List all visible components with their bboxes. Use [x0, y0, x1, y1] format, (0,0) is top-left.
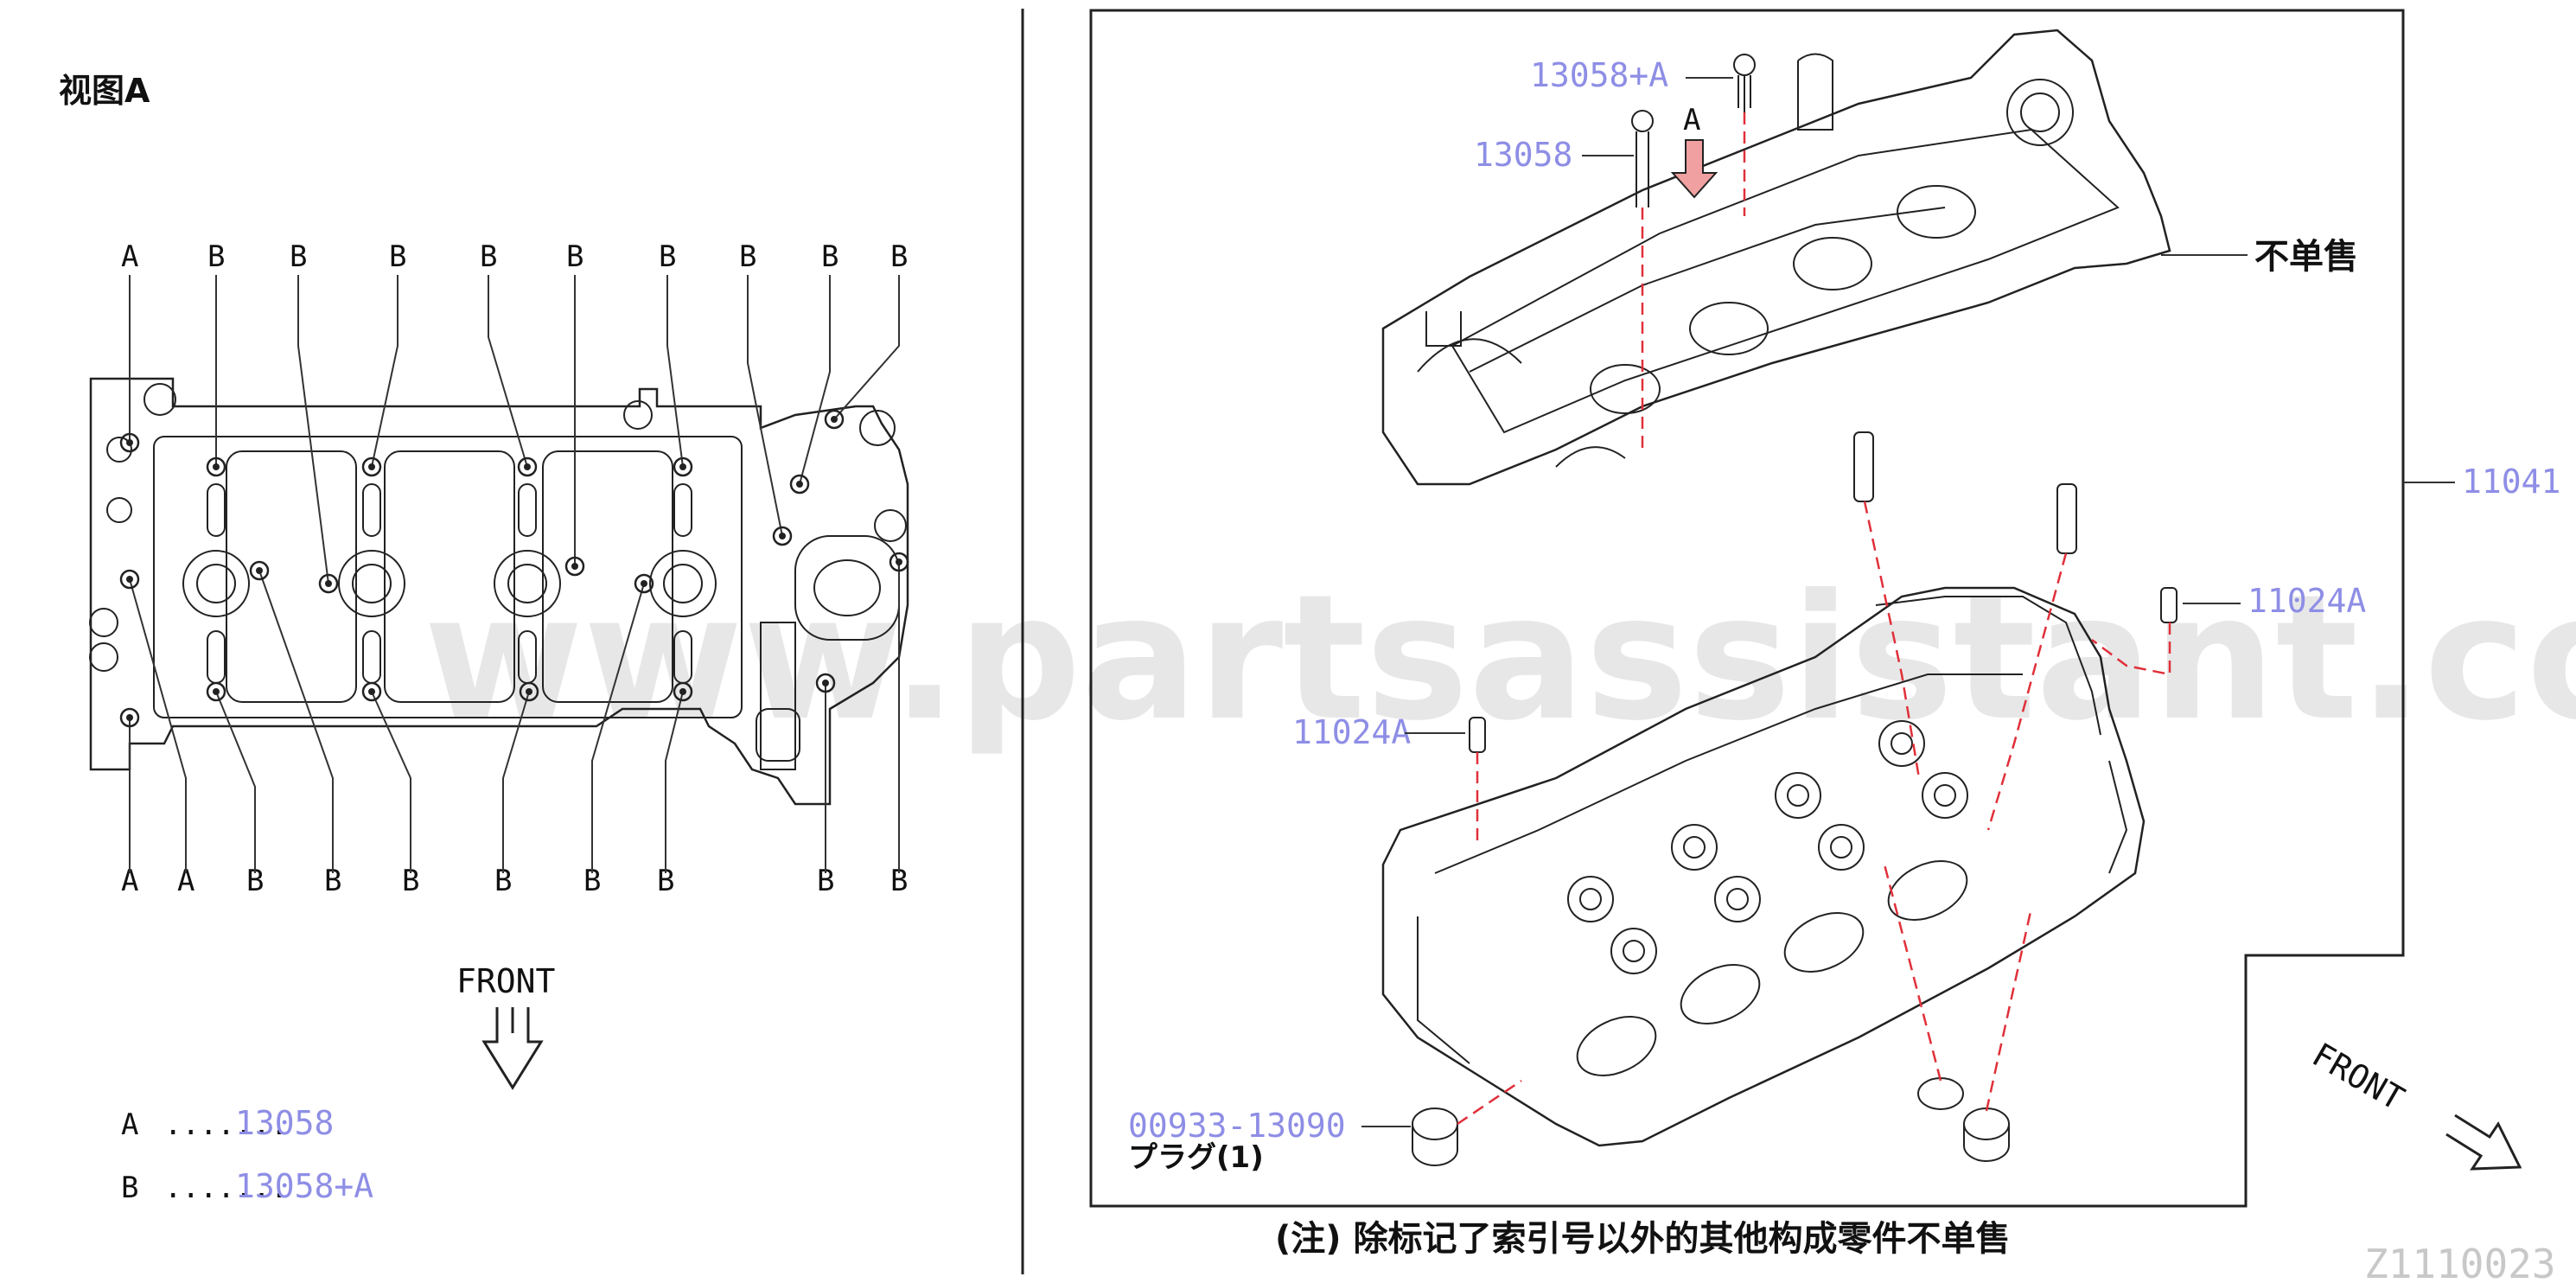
bolt-hole-16	[634, 573, 654, 594]
bolt-hole-3	[361, 456, 382, 477]
bottom-letter-9: B	[890, 864, 908, 898]
top-letter-3: B	[389, 239, 406, 274]
cam-journal-0	[182, 550, 250, 617]
footnote: (注) 除标记了索引号以外的其他构成零件不单售	[1275, 1219, 2011, 1259]
arrow-diag-icon	[2445, 1114, 2522, 1171]
camshaft-carrier	[1381, 29, 2171, 486]
cylinder-head	[1381, 586, 2146, 1147]
top-letter-7: B	[739, 239, 756, 274]
part-label-13058[interactable]: 13058	[1474, 136, 1572, 174]
legend-part-b[interactable]: 13058+A	[235, 1167, 373, 1205]
bolt-hole-19	[889, 552, 909, 572]
top-letter-5: B	[566, 239, 583, 274]
legend-part-a[interactable]: 13058	[235, 1104, 334, 1142]
bolt-hole-18	[815, 673, 836, 693]
bolt-hole-0	[119, 432, 140, 453]
view-marker-letter: A	[1683, 103, 1700, 137]
bolt-hole-5	[564, 556, 585, 577]
front-indicator-right: FRONT	[2306, 1036, 2522, 1171]
top-letter-6: B	[659, 239, 676, 274]
bolt-hole-15	[519, 681, 539, 702]
valve-pocket-2	[1775, 772, 1821, 819]
bolt-hole-11	[119, 569, 140, 590]
bolt-hole-10	[119, 707, 140, 728]
part-label-11024a-right[interactable]: 11024A	[2248, 582, 2366, 620]
watermark: www.partsassistant.com	[424, 558, 2576, 759]
bolt-hole-14	[361, 681, 382, 702]
bottom-letter-0: A	[121, 864, 138, 898]
cam-journal-1	[338, 550, 405, 617]
top-letter-4: B	[480, 239, 497, 274]
top-letter-2: B	[290, 239, 307, 274]
valve-pocket-1	[1671, 824, 1718, 871]
bolt-hole-8	[789, 474, 810, 495]
bottom-letter-6: B	[583, 864, 601, 898]
part-label-11024a-left[interactable]: 11024A	[1292, 713, 1411, 751]
part-label-13058-plus-a[interactable]: 13058+A	[1530, 56, 1668, 94]
bottom-letter-2: B	[246, 864, 264, 898]
view-a-leaders	[129, 275, 900, 873]
intake-port-1	[1680, 964, 1761, 1024]
bolt-hole-6	[673, 456, 693, 477]
intake-port-3	[1887, 860, 1968, 921]
view-a-marker: A	[1670, 103, 1718, 199]
bolt-hole-7	[772, 526, 793, 546]
bottom-letter-1: A	[177, 864, 194, 898]
valve-pocket-4	[1610, 928, 1657, 974]
plug-note: プラグ(1)	[1128, 1140, 1264, 1175]
part-label-00933-13090[interactable]: 00933-13090	[1128, 1107, 1346, 1145]
bolt-13058	[1631, 110, 1654, 207]
bolt-hole-13	[249, 560, 270, 581]
view-a-title: 视图A	[59, 72, 150, 110]
diagram-code: Z1110023	[2364, 1241, 2556, 1283]
bolt-hole-17	[673, 681, 693, 702]
bolt-13058-plus-a	[1733, 54, 1756, 112]
legend-dots-b: .......	[164, 1171, 288, 1205]
bottom-letter-5: B	[494, 864, 512, 898]
legend-dots-a: .......	[164, 1107, 288, 1142]
bottom-letter-7: B	[657, 864, 674, 898]
valve-pocket-0	[1567, 876, 1614, 922]
cam-journal-3	[649, 550, 717, 617]
arrow-down-icon	[1670, 139, 1718, 199]
bottom-letter-4: B	[402, 864, 419, 898]
top-letter-8: B	[821, 239, 838, 274]
bolt-hole-12	[206, 681, 226, 702]
legend-letter-a: A	[121, 1107, 138, 1142]
arrow-down-icon	[481, 1007, 544, 1090]
bolt-hole-4	[517, 456, 538, 477]
valve-pocket-3	[1878, 720, 1925, 767]
legend-letter-b: B	[121, 1171, 138, 1205]
not-sold-label: 不单售	[2254, 237, 2358, 277]
valve-pocket-5	[1714, 876, 1761, 922]
intake-port-2	[1783, 912, 1865, 973]
cam-journal-2	[494, 550, 561, 617]
valve-pocket-6	[1818, 824, 1865, 871]
cylinder-head-top-view	[89, 377, 909, 806]
top-letter-1: B	[207, 239, 225, 274]
front-label-left: FRONT	[456, 962, 555, 1000]
part-label-11041[interactable]: 11041	[2462, 463, 2560, 501]
bolt-holes	[119, 409, 909, 728]
bottom-letter-3: B	[324, 864, 341, 898]
top-letter-0: A	[121, 239, 138, 274]
valve-pocket-7	[1922, 772, 1968, 819]
bolt-hole-9	[824, 409, 845, 430]
bottom-letter-8: B	[817, 864, 834, 898]
bolt-hole-2	[318, 573, 339, 594]
bolt-hole-1	[206, 456, 226, 477]
assembly-lines	[1457, 112, 2171, 1126]
front-label-right: FRONT	[2306, 1036, 2411, 1118]
bolt-legend: A ....... 13058 B ....... 13058+A	[121, 1104, 373, 1205]
intake-port-0	[1576, 1016, 1657, 1076]
top-letter-9: B	[890, 239, 908, 274]
assembly-frame	[1089, 9, 2405, 1208]
